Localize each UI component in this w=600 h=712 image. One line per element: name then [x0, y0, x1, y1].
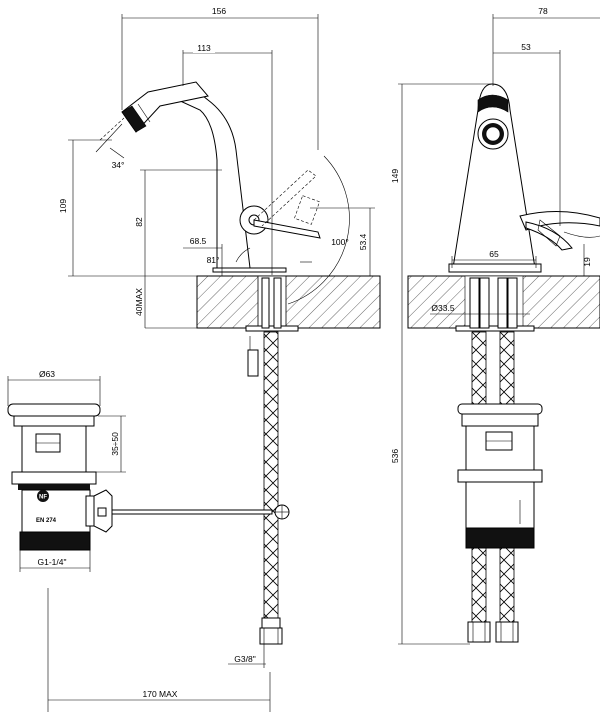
- angle-81: 81°: [207, 255, 220, 265]
- dim-113: 113: [197, 43, 211, 53]
- front-body: [452, 83, 536, 269]
- side-dimension-lines: [68, 14, 375, 329]
- dim-dia-63: Ø63: [39, 369, 55, 379]
- dim-53-4: 53.4: [358, 233, 368, 250]
- nf-badge-text: NF: [39, 495, 47, 501]
- dim-109: 109: [58, 199, 68, 213]
- angle-34: 34°: [112, 160, 125, 170]
- waste-dimension-lines: [7, 376, 271, 712]
- dim-35-50: 35÷50: [110, 432, 120, 456]
- waste-body: [21, 489, 91, 533]
- dim-65: 65: [489, 249, 499, 259]
- en-274-text: EN 274: [36, 518, 57, 524]
- waste-detail: NF EN 274: [7, 403, 290, 551]
- dim-78: 78: [538, 6, 548, 16]
- side-countertop: [196, 275, 381, 329]
- angle-100: 100°: [331, 237, 349, 247]
- dim-156: 156: [212, 6, 226, 16]
- side-body: [177, 86, 279, 273]
- dimension-labels: 156 113 78 53 34° 109 82 68.5 81° 100° 5…: [37, 5, 592, 699]
- dim-68-5: 68.5: [190, 236, 207, 246]
- dim-19: 19: [582, 257, 592, 267]
- dim-53: 53: [521, 42, 531, 52]
- dim-dia-33-5: Ø33.5: [431, 303, 454, 313]
- dim-149: 149: [390, 169, 400, 183]
- dim-g3-8: G3/8": [234, 654, 255, 664]
- front-dimension-lines: [398, 14, 600, 645]
- side-hose: [263, 331, 279, 619]
- dim-536: 536: [390, 449, 400, 463]
- dim-g1-1-4: G1-1/4": [37, 557, 66, 567]
- dim-170max: 170 MAX: [143, 689, 178, 699]
- nf-badge: [37, 490, 49, 502]
- dim-40max: 40MAX: [134, 288, 144, 316]
- dim-82: 82: [134, 217, 144, 227]
- pop-up-rod: [111, 509, 273, 515]
- front-view: [407, 83, 600, 643]
- side-view: [95, 81, 381, 645]
- waste-cap: [7, 403, 101, 417]
